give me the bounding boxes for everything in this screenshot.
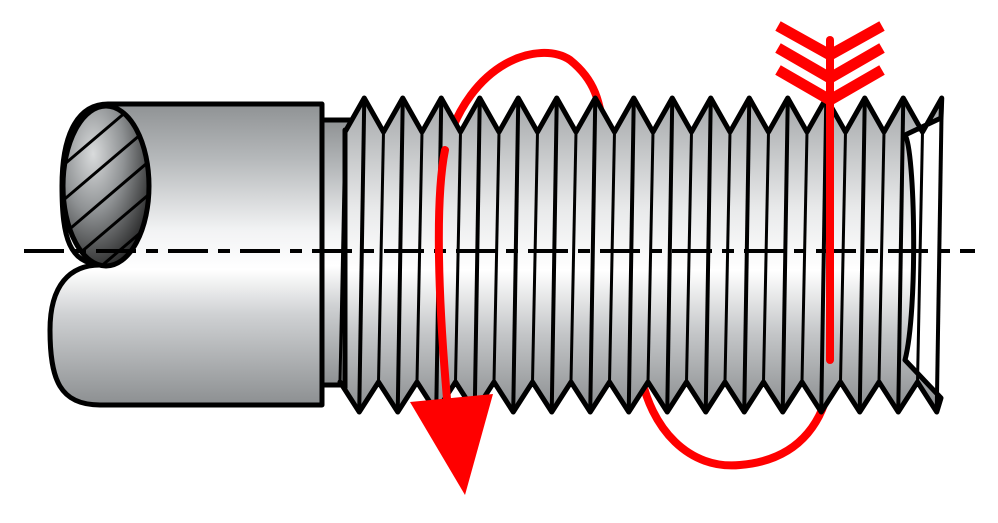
thread-root-line <box>723 131 732 383</box>
thread-crest-line <box>472 99 482 411</box>
thread-crest-line <box>626 99 636 411</box>
thread-crest-line <box>588 99 598 411</box>
thread-root-line <box>492 131 501 383</box>
thread-crest-line <box>395 99 405 411</box>
thread-root-line <box>415 131 424 383</box>
thread-crest-line <box>511 99 521 411</box>
thread-root-line <box>531 131 539 383</box>
cross-section <box>60 103 152 269</box>
thread-crest-line <box>857 99 867 411</box>
thread-root-line <box>800 131 809 383</box>
arrow-down-icon <box>410 394 493 495</box>
thread-root-line <box>916 131 924 383</box>
thread-root-line <box>685 131 693 383</box>
thread-crest-line <box>742 99 752 411</box>
thread-root-line <box>377 131 385 383</box>
thread-crest-line <box>665 99 675 411</box>
thread-root-line <box>338 131 347 383</box>
thread-root-line <box>608 131 616 383</box>
thread-root-line <box>762 131 770 383</box>
thread-root-line <box>646 131 655 383</box>
thread-root-line <box>454 131 462 383</box>
threaded-section <box>319 95 945 415</box>
thread-outline <box>337 95 945 415</box>
thread-crest-line <box>703 99 713 411</box>
arrow-fletching-icon <box>775 21 885 107</box>
thread-root-line <box>839 131 847 383</box>
thread-root-line <box>877 131 886 383</box>
thread-crest-line <box>896 99 906 411</box>
thread-crest-line <box>357 99 367 411</box>
thread-root-line <box>569 131 578 383</box>
rotation-arrow-front-path <box>434 146 452 414</box>
thread-crest-line <box>780 99 790 411</box>
thread-crest-line <box>549 99 559 411</box>
thread-crest-line <box>934 99 944 411</box>
thread-crest-line <box>819 99 829 411</box>
